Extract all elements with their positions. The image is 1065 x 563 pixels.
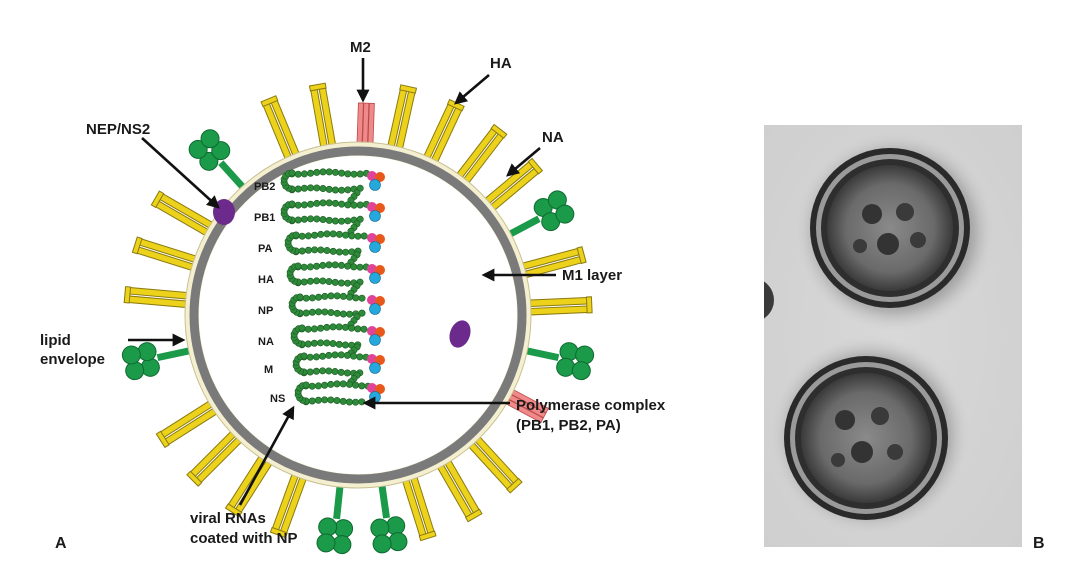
polymerase-label-line2: (PB1, PB2, PA) <box>516 417 621 434</box>
ha-spike <box>422 98 465 165</box>
m2-channel <box>503 388 550 424</box>
rnp-strand <box>292 351 385 386</box>
ha-spike <box>260 95 301 162</box>
segment-label: PB1 <box>254 212 275 224</box>
ha-spike <box>186 429 244 487</box>
rnp-strand <box>280 168 385 204</box>
na-spike <box>370 482 408 554</box>
ha-spike <box>454 123 508 186</box>
na-arrow <box>506 147 541 177</box>
m1-label: M1 layer <box>562 267 622 284</box>
ha-spike <box>401 474 437 542</box>
ha-spike <box>155 399 220 449</box>
segment-label: NP <box>258 305 273 317</box>
segment-label: M <box>264 364 273 376</box>
ha-arrow <box>454 74 490 105</box>
polymerase-label-line1: Polymerase complex <box>516 397 666 414</box>
segment-label: NS <box>270 393 285 405</box>
lipid-label-line2: envelope <box>40 351 105 368</box>
rnp-strand <box>288 292 385 328</box>
panel-letter-b: B <box>1033 535 1045 552</box>
nep-label: NEP/NS2 <box>86 121 150 138</box>
rnp-strand <box>280 199 385 235</box>
segment-label: NA <box>258 336 274 348</box>
polymerase-complex <box>367 171 385 191</box>
virion-diagram: PB2 PB1 PA HA NP NA M NS M2 HA NEP/NS2 N… <box>40 39 666 555</box>
ha-spike <box>308 82 337 150</box>
ha-spike <box>224 453 274 518</box>
panel-letter-a: A <box>55 535 67 552</box>
segment-labels: PB2 PB1 PA HA NP NA M NS <box>254 181 285 405</box>
rnp-segments <box>280 168 385 406</box>
na-spike <box>316 483 354 555</box>
m2-channel <box>356 102 375 146</box>
ha-spike <box>526 296 593 316</box>
rnp-strand <box>284 230 385 266</box>
polymerase-complex <box>367 326 385 346</box>
na-spike <box>523 342 595 381</box>
ha-label: HA <box>490 55 512 72</box>
m2-label: M2 <box>350 39 371 56</box>
lipid-label-line1: lipid <box>40 332 71 349</box>
nep-protein <box>213 199 235 225</box>
electron-micrograph: B <box>764 125 1045 552</box>
rna-label-line2: coated with NP <box>190 530 298 547</box>
virion-particle-lower <box>770 335 970 535</box>
na-spikes <box>121 129 595 555</box>
callout-arrows <box>128 58 556 506</box>
nep-arrow <box>141 137 220 209</box>
na-label: NA <box>542 129 564 146</box>
m2-channels <box>356 102 550 424</box>
virion-particle-partial <box>764 281 774 319</box>
ha-spike <box>150 190 216 238</box>
ha-spike <box>123 286 190 309</box>
rna-arrow <box>238 405 295 506</box>
ha-spike <box>482 157 544 213</box>
na-spike <box>506 190 575 239</box>
virion-particle-upper <box>795 132 995 332</box>
na-spike <box>121 342 193 381</box>
polymerase-complex <box>367 264 385 284</box>
rna-label-line1: viral RNAs <box>190 510 266 527</box>
rnp-strand <box>290 323 385 357</box>
polymerase-complex <box>367 202 385 222</box>
na-spike <box>188 129 247 192</box>
m1-layer <box>189 146 527 484</box>
rnp-strand <box>286 261 385 297</box>
ha-spike <box>386 84 418 152</box>
nep-protein <box>449 320 471 348</box>
ha-spike <box>269 471 308 539</box>
segment-label: PB2 <box>254 181 275 193</box>
ha-spike <box>435 457 483 523</box>
polymerase-complex <box>367 354 385 374</box>
ha-spike <box>131 236 199 272</box>
polymerase-complex <box>367 295 385 315</box>
ha-spike <box>466 434 523 494</box>
polymerase-complex <box>367 233 385 253</box>
segment-label: HA <box>258 274 274 286</box>
segment-label: PA <box>258 243 273 255</box>
